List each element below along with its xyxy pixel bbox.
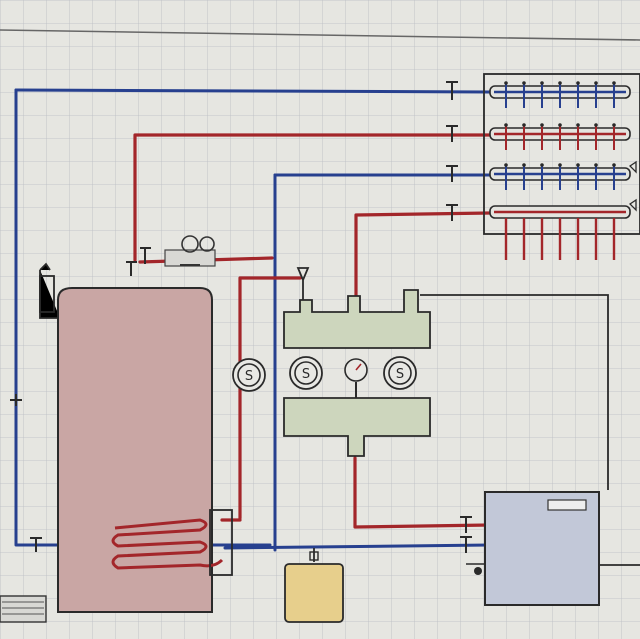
manifold-bar bbox=[489, 198, 637, 260]
unit-display bbox=[547, 499, 587, 511]
return-bottom-line bbox=[223, 543, 492, 550]
air-vent-separator bbox=[296, 267, 310, 300]
pump-label: S bbox=[396, 367, 404, 382]
heating-unit-body bbox=[484, 491, 600, 606]
sheet-edge bbox=[0, 29, 640, 41]
supply-top-line bbox=[133, 133, 492, 262]
manifold-bar bbox=[489, 81, 631, 108]
air-vent-left bbox=[39, 262, 60, 319]
manifold-bar bbox=[489, 123, 631, 150]
expansion-tank-body bbox=[284, 563, 344, 623]
expansion-tank bbox=[284, 548, 344, 623]
supply-lower bbox=[353, 456, 492, 529]
control-line bbox=[420, 294, 609, 490]
valves bbox=[10, 81, 472, 553]
unit-inlet-port bbox=[474, 567, 482, 575]
supply-riser bbox=[238, 276, 302, 520]
manifold-bar bbox=[489, 160, 637, 190]
heating-unit bbox=[466, 491, 600, 606]
storage-boiler bbox=[57, 287, 233, 613]
boiler-coil bbox=[111, 518, 224, 570]
manifold-frame bbox=[483, 73, 640, 235]
mixing-valve bbox=[164, 235, 216, 267]
circulation-pump: S bbox=[383, 356, 417, 390]
supply-header-block bbox=[283, 289, 431, 349]
circulation-pump: S bbox=[289, 356, 323, 390]
supply-second-line bbox=[354, 211, 492, 302]
pump-label: S bbox=[245, 369, 253, 384]
return-top-line bbox=[14, 88, 492, 94]
manifold-group bbox=[483, 73, 640, 260]
pressure-gauge bbox=[344, 358, 368, 398]
radiator-bottom-left bbox=[0, 595, 47, 623]
pump-label: S bbox=[302, 367, 310, 382]
return-header-block bbox=[283, 397, 431, 457]
coil-connection-box bbox=[209, 509, 233, 576]
boiler-body bbox=[57, 287, 213, 613]
circulation-pump: S bbox=[232, 358, 266, 392]
